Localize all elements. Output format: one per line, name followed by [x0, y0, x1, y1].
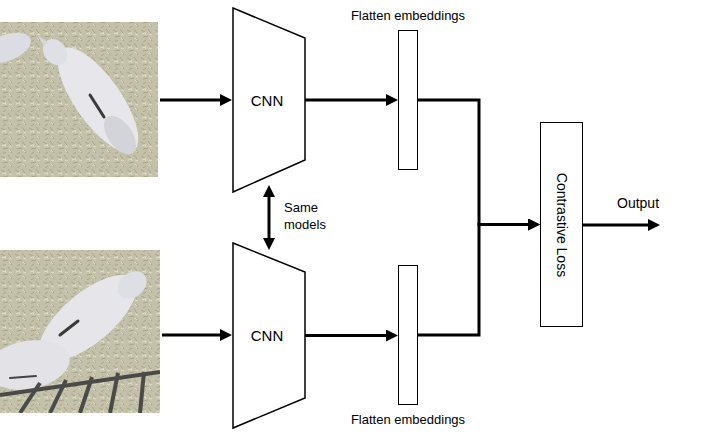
input-arrow [162, 334, 226, 337]
input-arrow [160, 99, 226, 102]
embedding-vector: Flatten embeddings [398, 265, 418, 405]
box-label: CNN [251, 92, 284, 109]
cnn-encoder: CNN [233, 8, 305, 192]
box-label: Contrastive Loss [554, 172, 570, 276]
node-heading: Flatten embeddings [351, 8, 465, 23]
connector-arrow [418, 100, 534, 225]
connector-arrow [418, 225, 534, 336]
pig-photo [0, 250, 160, 413]
connector-arrow [305, 99, 392, 102]
cnn-encoder: CNN [233, 243, 305, 428]
box-label: CNN [251, 327, 284, 344]
connector-arrow [268, 191, 271, 244]
embedding-vector: Flatten embeddings [398, 30, 418, 170]
edge-label: Same models [284, 199, 338, 233]
connector-arrow [305, 334, 392, 337]
output-arrow [583, 224, 654, 227]
loss-box: Contrastive Loss [540, 122, 583, 327]
node-heading: Flatten embeddings [351, 412, 465, 427]
pig-photo [0, 22, 158, 177]
output-label: Output [617, 195, 659, 211]
